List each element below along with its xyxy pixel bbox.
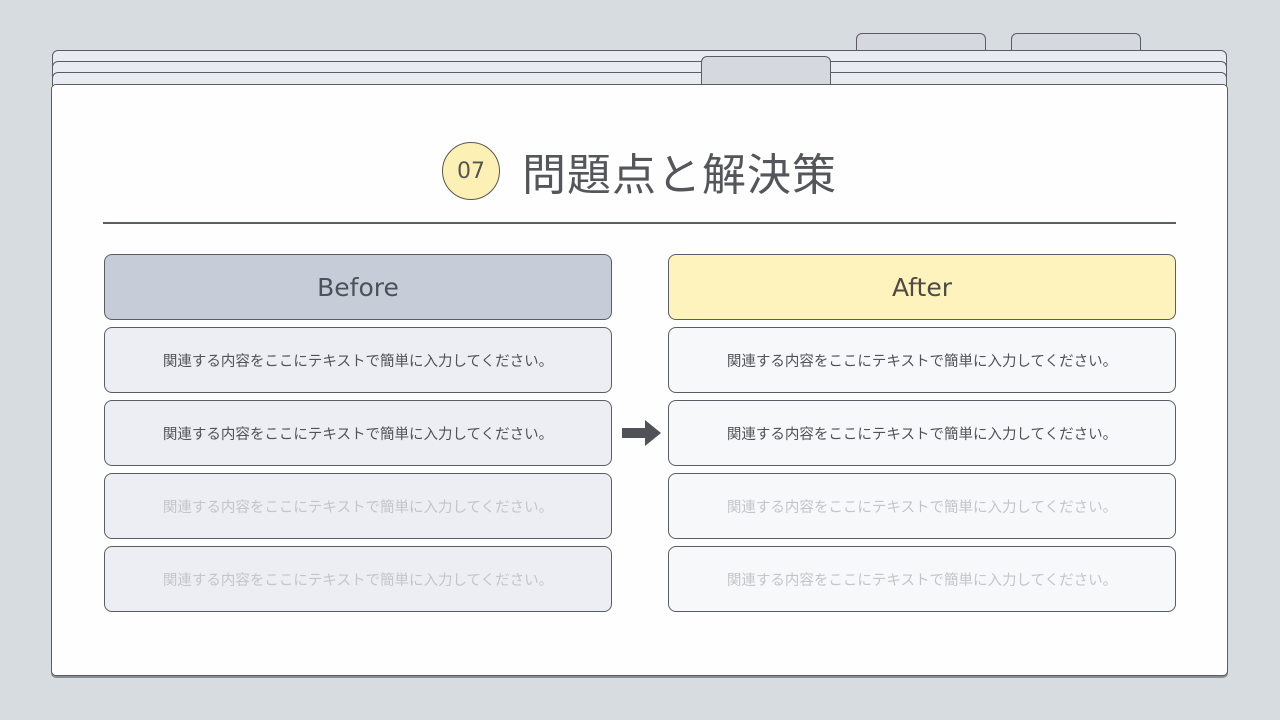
section-number-badge: 07 — [442, 142, 500, 200]
after-item-2-text: 関連する内容をここにテキストで簡単に入力してください。 — [726, 426, 1118, 443]
before-item-1: 関連する内容をここにテキストで簡単に入力してください。 — [104, 327, 612, 393]
folder-tab-front — [701, 56, 831, 86]
slide-card: 07 問題点と解決策 Before 関連する内容をここにテキストで簡単に入力して… — [51, 84, 1228, 676]
after-header: After — [668, 254, 1176, 320]
before-item-2: 関連する内容をここにテキストで簡単に入力してください。 — [104, 400, 612, 466]
after-column: After 関連する内容をここにテキストで簡単に入力してください。 関連する内容… — [668, 254, 1176, 612]
after-item-3: 関連する内容をここにテキストで簡単に入力してください。 — [668, 473, 1176, 539]
after-item-4-text: 関連する内容をここにテキストで簡単に入力してください。 — [726, 572, 1118, 589]
before-item-1-text: 関連する内容をここにテキストで簡単に入力してください。 — [162, 353, 554, 370]
before-header: Before — [104, 254, 612, 320]
section-number: 07 — [457, 158, 485, 184]
before-item-4-text: 関連する内容をここにテキストで簡単に入力してください。 — [162, 572, 554, 589]
arrow-right-icon — [622, 420, 661, 446]
after-item-3-text: 関連する内容をここにテキストで簡単に入力してください。 — [726, 499, 1118, 516]
page-title: 問題点と解決策 — [522, 150, 837, 201]
before-item-3: 関連する内容をここにテキストで簡単に入力してください。 — [104, 473, 612, 539]
after-item-1-text: 関連する内容をここにテキストで簡単に入力してください。 — [726, 353, 1118, 370]
before-item-3-text: 関連する内容をここにテキストで簡単に入力してください。 — [162, 499, 554, 516]
before-item-4: 関連する内容をここにテキストで簡単に入力してください。 — [104, 546, 612, 612]
title-divider — [103, 222, 1176, 224]
after-item-2: 関連する内容をここにテキストで簡単に入力してください。 — [668, 400, 1176, 466]
before-item-2-text: 関連する内容をここにテキストで簡単に入力してください。 — [162, 426, 554, 443]
after-item-1: 関連する内容をここにテキストで簡単に入力してください。 — [668, 327, 1176, 393]
before-header-label: Before — [317, 272, 399, 302]
after-header-label: After — [891, 272, 953, 302]
before-column: Before 関連する内容をここにテキストで簡単に入力してください。 関連する内… — [104, 254, 612, 612]
slide-header: 07 問題点と解決策 — [52, 139, 1227, 203]
after-item-4: 関連する内容をここにテキストで簡単に入力してください。 — [668, 546, 1176, 612]
